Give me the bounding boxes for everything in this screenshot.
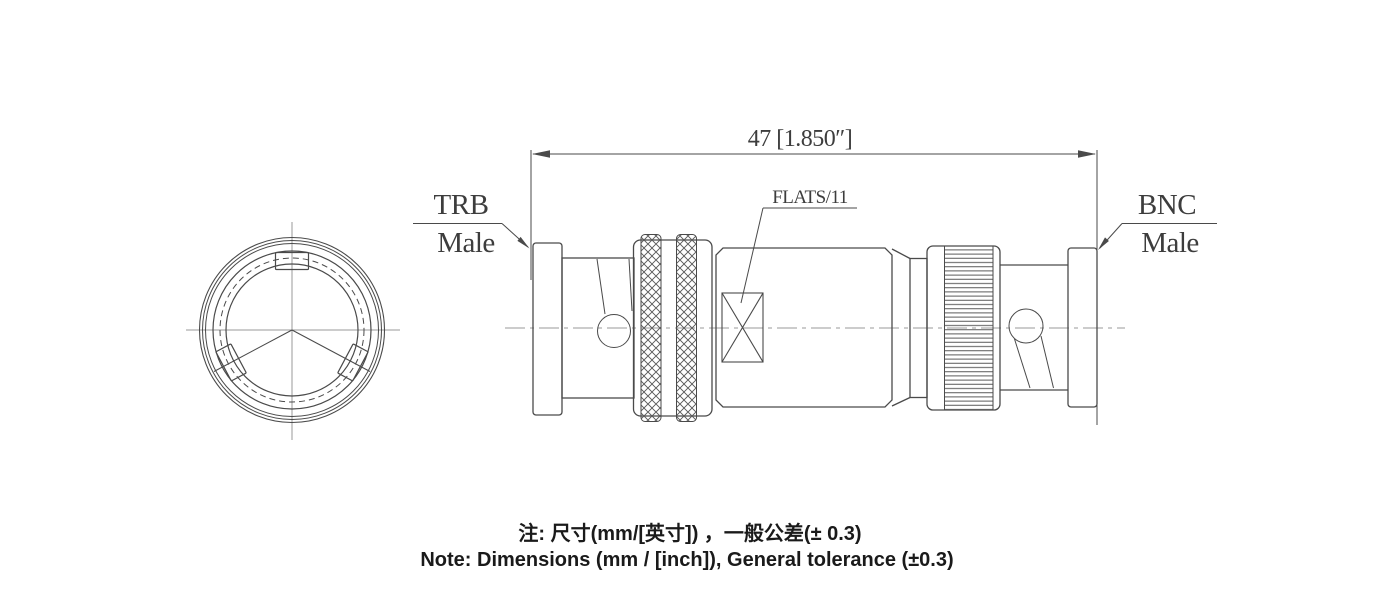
drawing-labels: 47 [1.850″] FLATS/11 TRB Male BNC Male bbox=[434, 126, 1200, 259]
bnc-bayonet-slot-bulb bbox=[1008, 308, 1044, 344]
trb-bayonet-slot-bulb bbox=[597, 314, 631, 348]
flats-label: FLATS/11 bbox=[772, 187, 848, 208]
taper-top bbox=[891, 248, 911, 260]
radial-line-lower-left bbox=[213, 329, 293, 372]
outer-shell-circle-3 bbox=[205, 243, 379, 417]
dimension-value-label: 47 [1.850″] bbox=[748, 126, 852, 152]
outer-shell-circle-2 bbox=[202, 240, 382, 420]
bnc-knurl-band bbox=[944, 245, 994, 411]
trb-bayonet-slot bbox=[596, 258, 633, 348]
bnc-label-line2: Male bbox=[1141, 227, 1199, 259]
hex-flats-body bbox=[715, 247, 893, 408]
dimension-arrow-right bbox=[1078, 150, 1096, 158]
trb-bayonet-slot-edge-left bbox=[596, 258, 606, 315]
front-view-trb-face bbox=[198, 236, 386, 424]
hex-flats-marker bbox=[721, 292, 764, 363]
bnc-bayonet-slot-edge-left bbox=[1014, 338, 1031, 389]
flats-box bbox=[721, 292, 764, 363]
bayonet-pitch-circle-dashed bbox=[219, 257, 365, 403]
trb-leader bbox=[413, 223, 529, 248]
bnc-leader-diagonal bbox=[1099, 223, 1123, 249]
leader-lines bbox=[413, 207, 1217, 304]
trb-knurl-band-1 bbox=[640, 234, 662, 422]
overall-length-dimension bbox=[530, 150, 1098, 425]
taper-bottom bbox=[891, 396, 911, 407]
radial-line-lower-right bbox=[291, 329, 371, 372]
trb-front-flange bbox=[532, 242, 563, 416]
bnc-leader bbox=[1099, 223, 1217, 249]
trb-bayonet-slot-edge-right bbox=[628, 258, 633, 312]
trb-knurl-band-2 bbox=[676, 234, 697, 422]
trb-label-line1: TRB bbox=[434, 189, 489, 221]
side-view-adapter-body bbox=[532, 234, 1098, 422]
flats-leader-diagonal bbox=[740, 207, 764, 304]
note-line-chinese: 注: 尺寸(mm/[英寸]) ，一般公差(± 0.3) bbox=[518, 521, 861, 545]
note-line-english: Note: Dimensions (mm / [inch]), General … bbox=[420, 549, 953, 571]
tolerance-notes: 注: 尺寸(mm/[英寸]) ，一般公差(± 0.3) Note: Dimens… bbox=[420, 521, 953, 571]
trb-label-line2: Male bbox=[437, 227, 495, 259]
bnc-label-line1: BNC bbox=[1138, 189, 1196, 221]
bayonet-lug-top bbox=[274, 251, 310, 271]
trb-coupling-nut bbox=[632, 239, 713, 417]
trb-leader-diagonal bbox=[501, 223, 529, 248]
dimension-arrow-left bbox=[532, 150, 550, 158]
bore-circle bbox=[225, 263, 359, 397]
bnc-bayonet-slot-edge-right bbox=[1040, 335, 1054, 389]
flats-leader bbox=[740, 207, 857, 304]
flats-box-diagonal-2 bbox=[721, 292, 764, 363]
shell-inner-circle bbox=[212, 250, 372, 410]
outer-shell-circle-1 bbox=[198, 236, 386, 424]
bnc-bayonet-slot bbox=[1008, 308, 1054, 389]
